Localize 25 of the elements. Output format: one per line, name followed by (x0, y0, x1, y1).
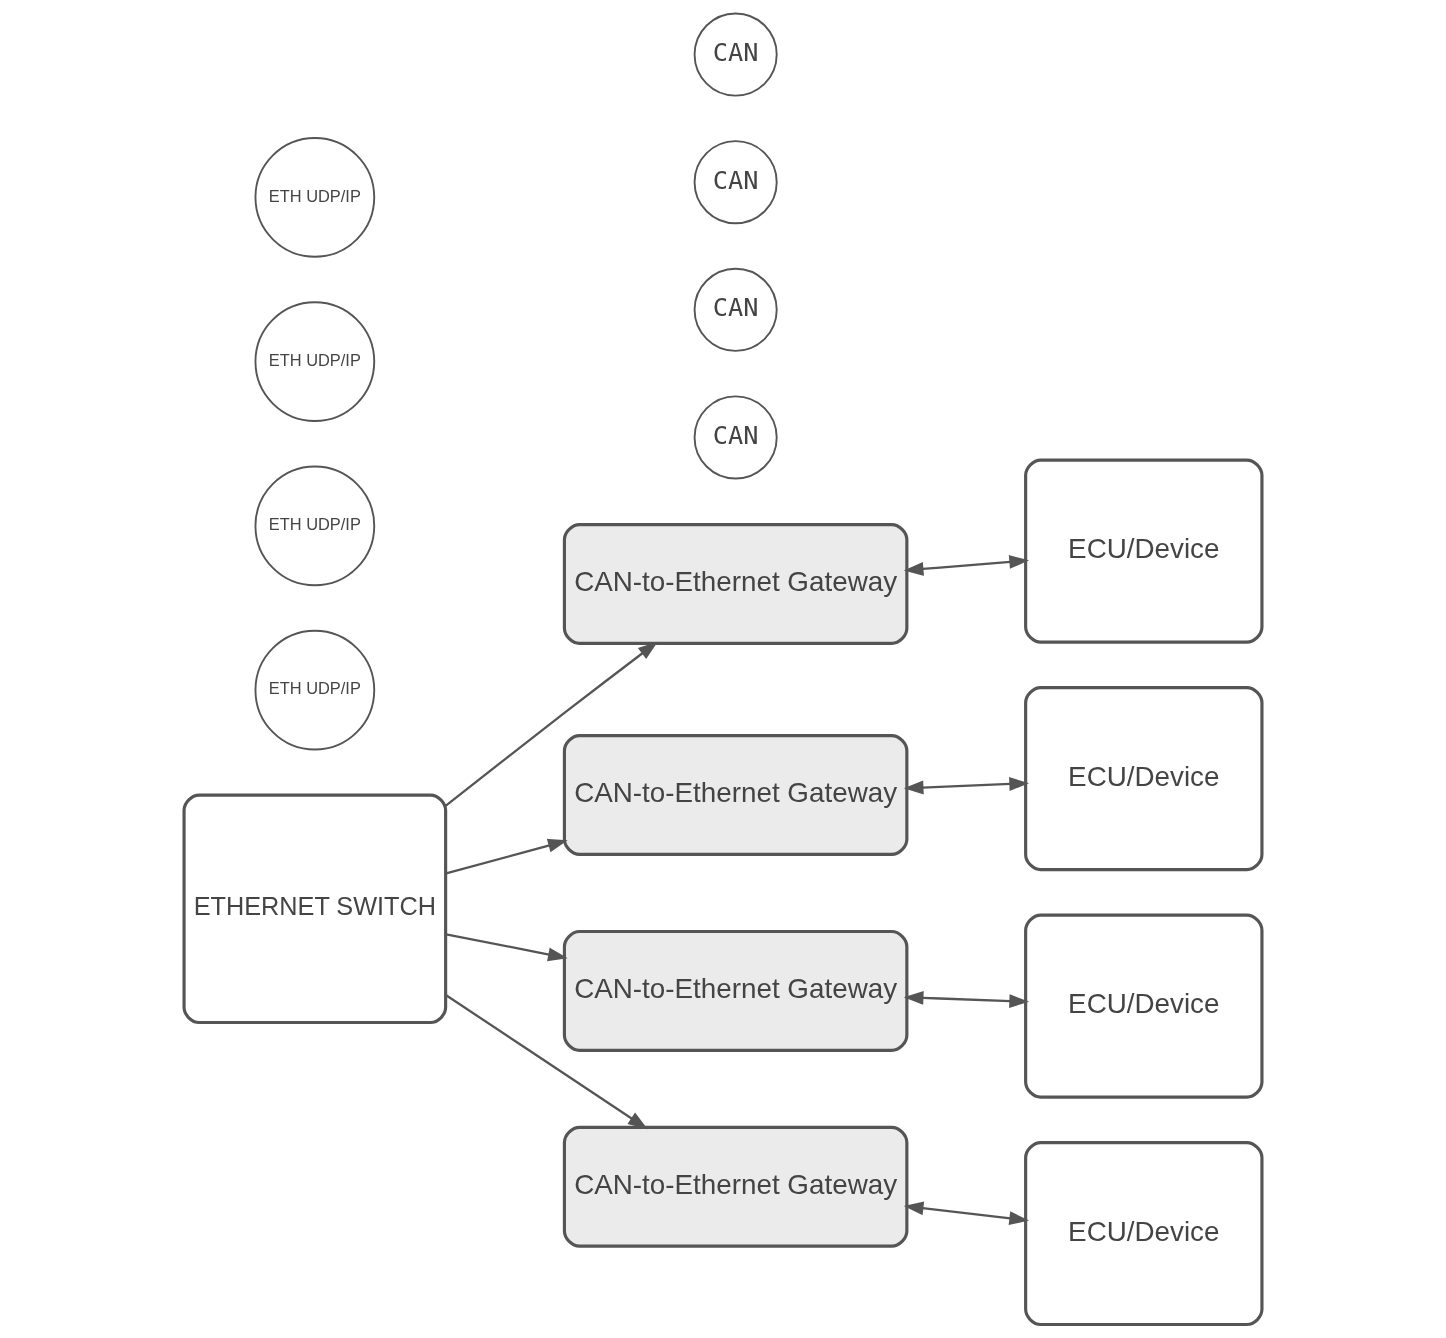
node-circle: CAN (693, 12, 778, 97)
node-circle: CAN (693, 395, 778, 480)
arrow (445, 838, 568, 875)
arrow (903, 555, 1030, 576)
node-box: ECU/Device (1024, 1140, 1264, 1327)
node-box: ECU/Device (1024, 913, 1264, 1099)
arrow (445, 641, 658, 807)
node-box: CAN-to-Ethernet Gateway (562, 734, 909, 857)
arrow (903, 991, 1030, 1008)
node-box: ECU/Device (1024, 686, 1264, 872)
arrow (903, 777, 1030, 795)
node-box: ETHERNET SWITCH (182, 793, 448, 1025)
node-circle: CAN (693, 140, 778, 225)
node-circle: ETH UDP/IP (254, 629, 376, 751)
node-box: CAN-to-Ethernet Gateway (562, 523, 909, 645)
node-box: ECU/Device (1024, 458, 1264, 644)
arrow (445, 994, 648, 1130)
node-circle: ETH UDP/IP (254, 301, 376, 422)
arrow (903, 1201, 1030, 1226)
node-circle: CAN (693, 267, 778, 352)
node-box: CAN-to-Ethernet Gateway (562, 1125, 909, 1248)
node-box: CAN-to-Ethernet Gateway (562, 929, 909, 1052)
node-circle: ETH UDP/IP (254, 137, 376, 258)
node-circle: ETH UDP/IP (254, 465, 376, 587)
arrow (445, 933, 568, 962)
